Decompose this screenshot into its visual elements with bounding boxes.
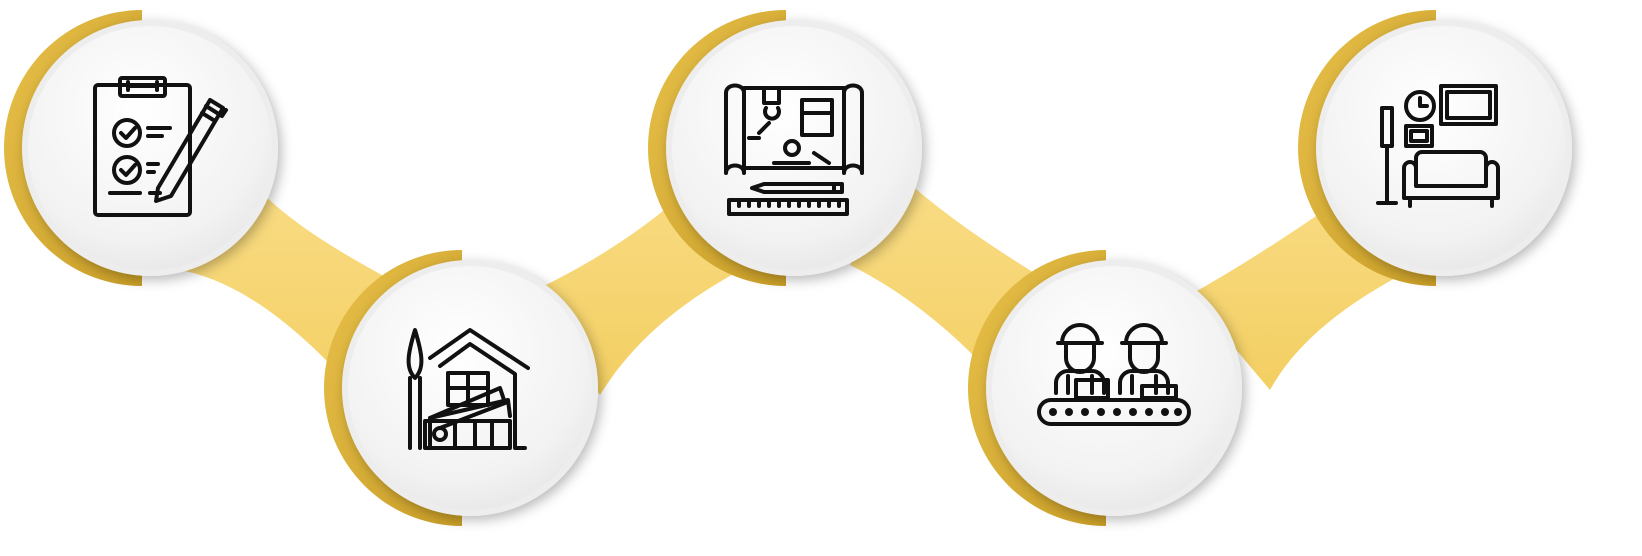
node-face-5 [1322,26,1566,270]
house-paint-swatches-icon [406,328,530,450]
blueprint-plan-ruler-icon [724,83,864,216]
clipboard-checklist-pencil-icon [93,76,228,217]
living-room-furniture-icon [1376,84,1500,208]
step-node-5 [1298,10,1572,286]
node-face-3 [672,26,916,270]
step-node-1 [4,10,278,286]
factory-workers-conveyor-icon [1037,323,1191,426]
node-face-4 [992,266,1236,510]
step-node-2 [324,250,598,526]
step-node-3 [648,10,922,286]
node-face-1 [28,26,272,270]
step-node-4 [968,250,1242,526]
